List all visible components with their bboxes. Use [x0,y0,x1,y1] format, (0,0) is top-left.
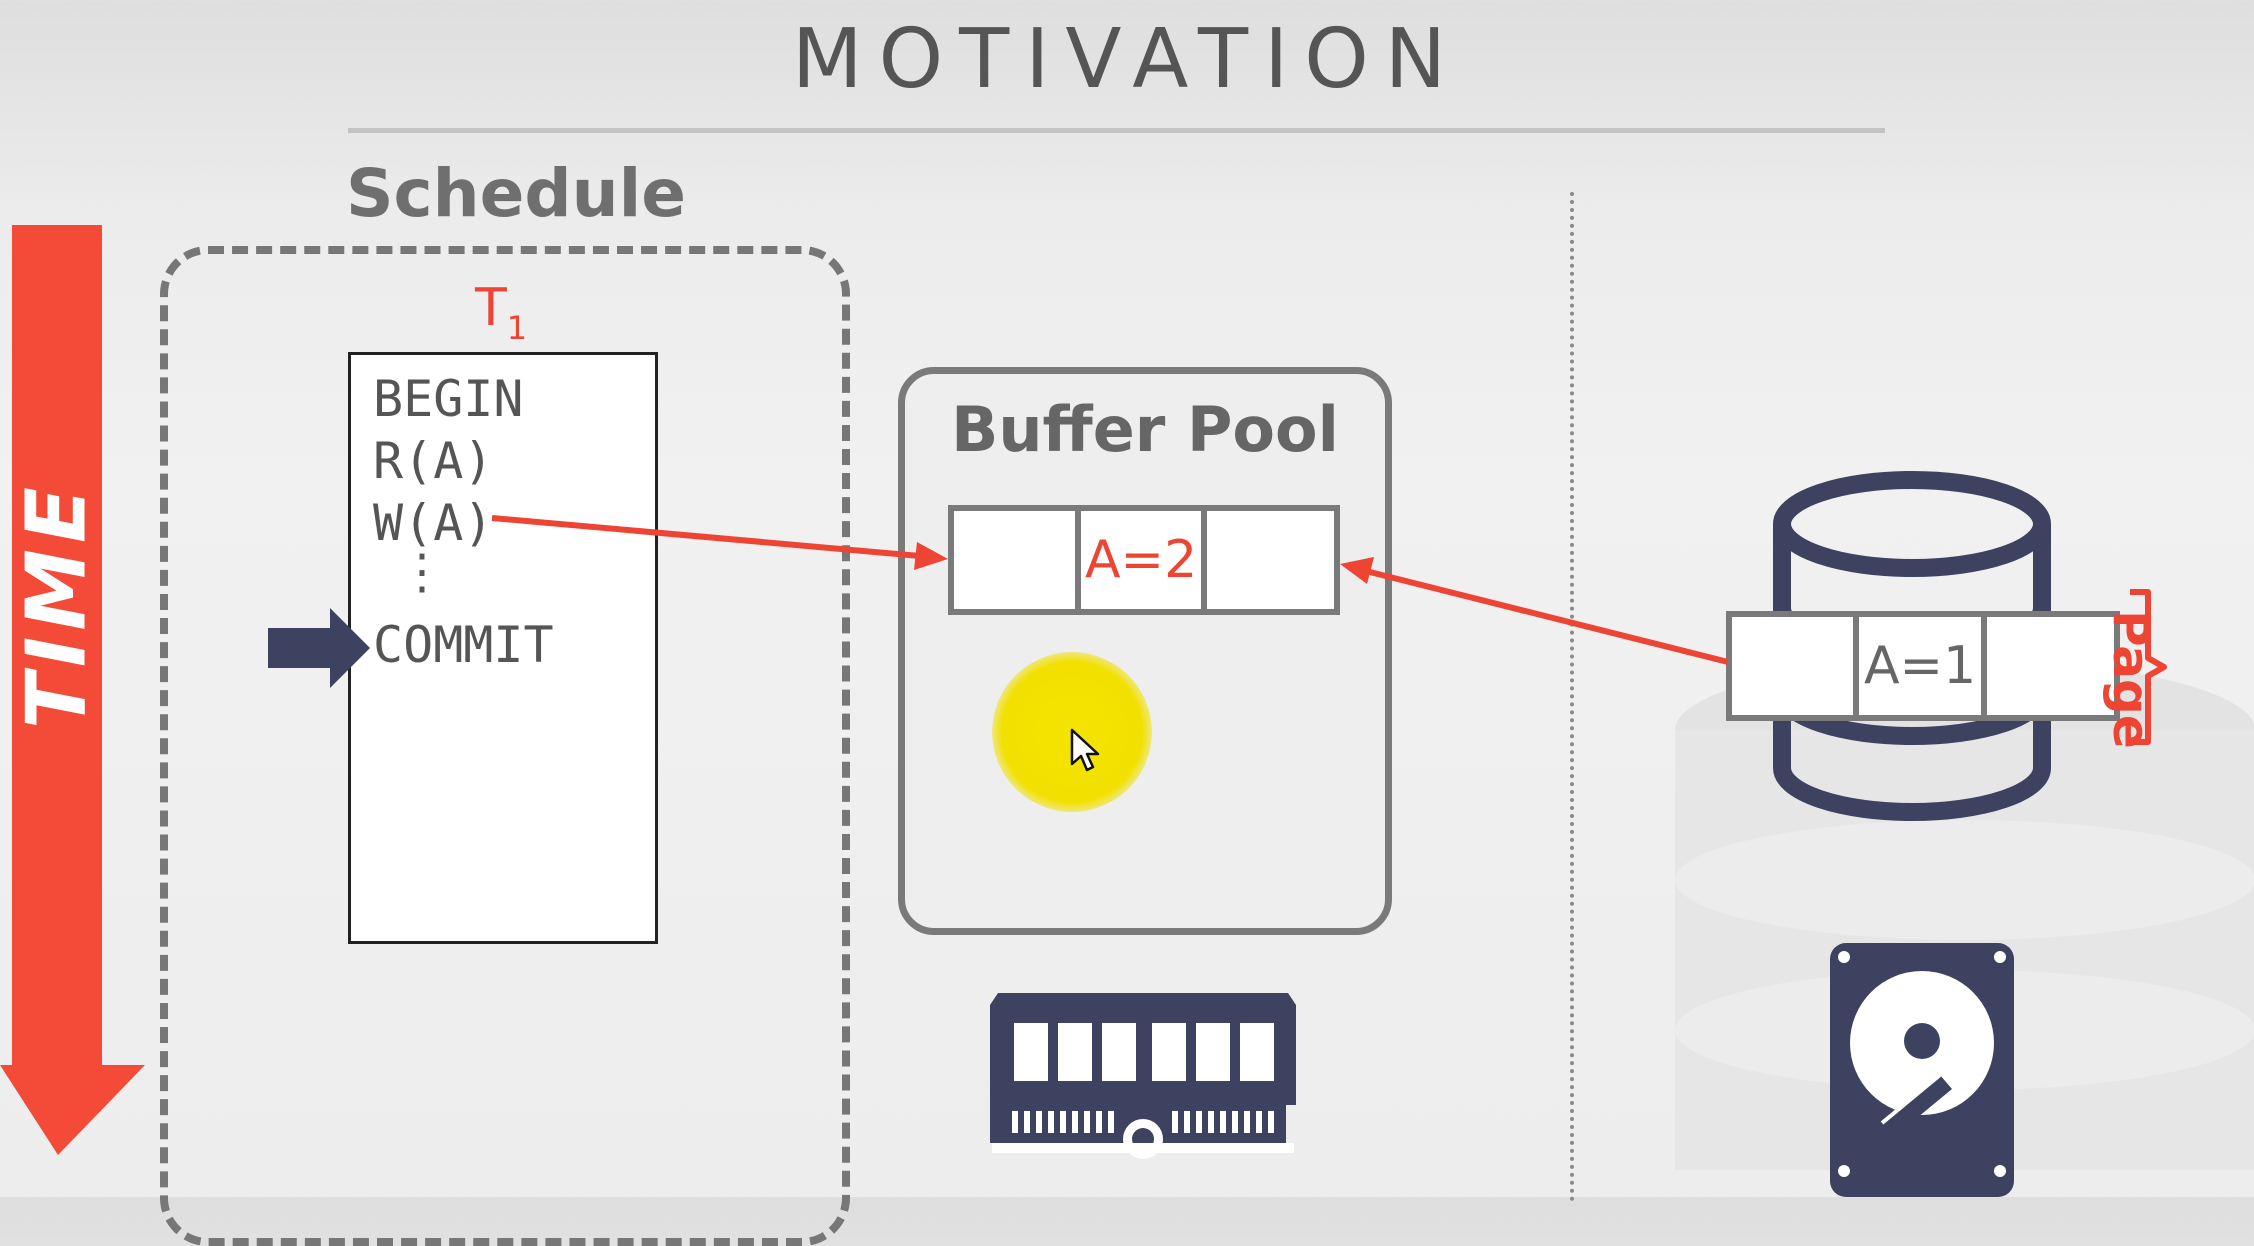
time-arrow-shaft [12,225,102,1065]
disk-page: A=1 [1726,611,2120,721]
data-flow-arrows [491,515,1729,665]
disk-slot-1 [1732,617,1860,715]
time-arrow: TIME [0,225,145,1155]
load-arrow-head [1340,557,1374,584]
page-bracket [2130,589,2167,745]
op-begin: BEGIN [373,370,524,428]
slide-title: MOTIVATION [791,12,1463,107]
transaction-label: T1 [475,278,528,347]
memory-disk-divider [1570,192,1574,1202]
buffer-slot-2: A=2 [1081,511,1208,609]
op-ellipsis: ⋮ [398,544,446,600]
buffer-pool-page: A=2 [948,505,1340,615]
hard-drive-icon [1830,943,2014,1197]
title-divider [348,128,1885,133]
disk-slot-2: A=1 [1859,617,1987,715]
write-arrow [491,515,921,559]
write-arrow-head [914,542,948,570]
current-step-arrow [268,608,370,688]
op-write-a: W(A) [373,494,494,552]
buffer-pool-container [898,367,1392,935]
load-arrow [1365,568,1729,665]
buffer-slot-1 [954,511,1081,609]
ram-icon [990,993,1296,1159]
buffer-pool-title: Buffer Pool [951,393,1339,466]
mouse-cursor-icon [1070,728,1100,772]
transaction-box [348,352,658,944]
op-read-a: R(A) [373,432,494,490]
op-commit: COMMIT [373,616,554,674]
schedule-label: Schedule [346,155,687,232]
time-label: TIME [10,481,105,729]
time-arrow-head [0,1065,145,1155]
